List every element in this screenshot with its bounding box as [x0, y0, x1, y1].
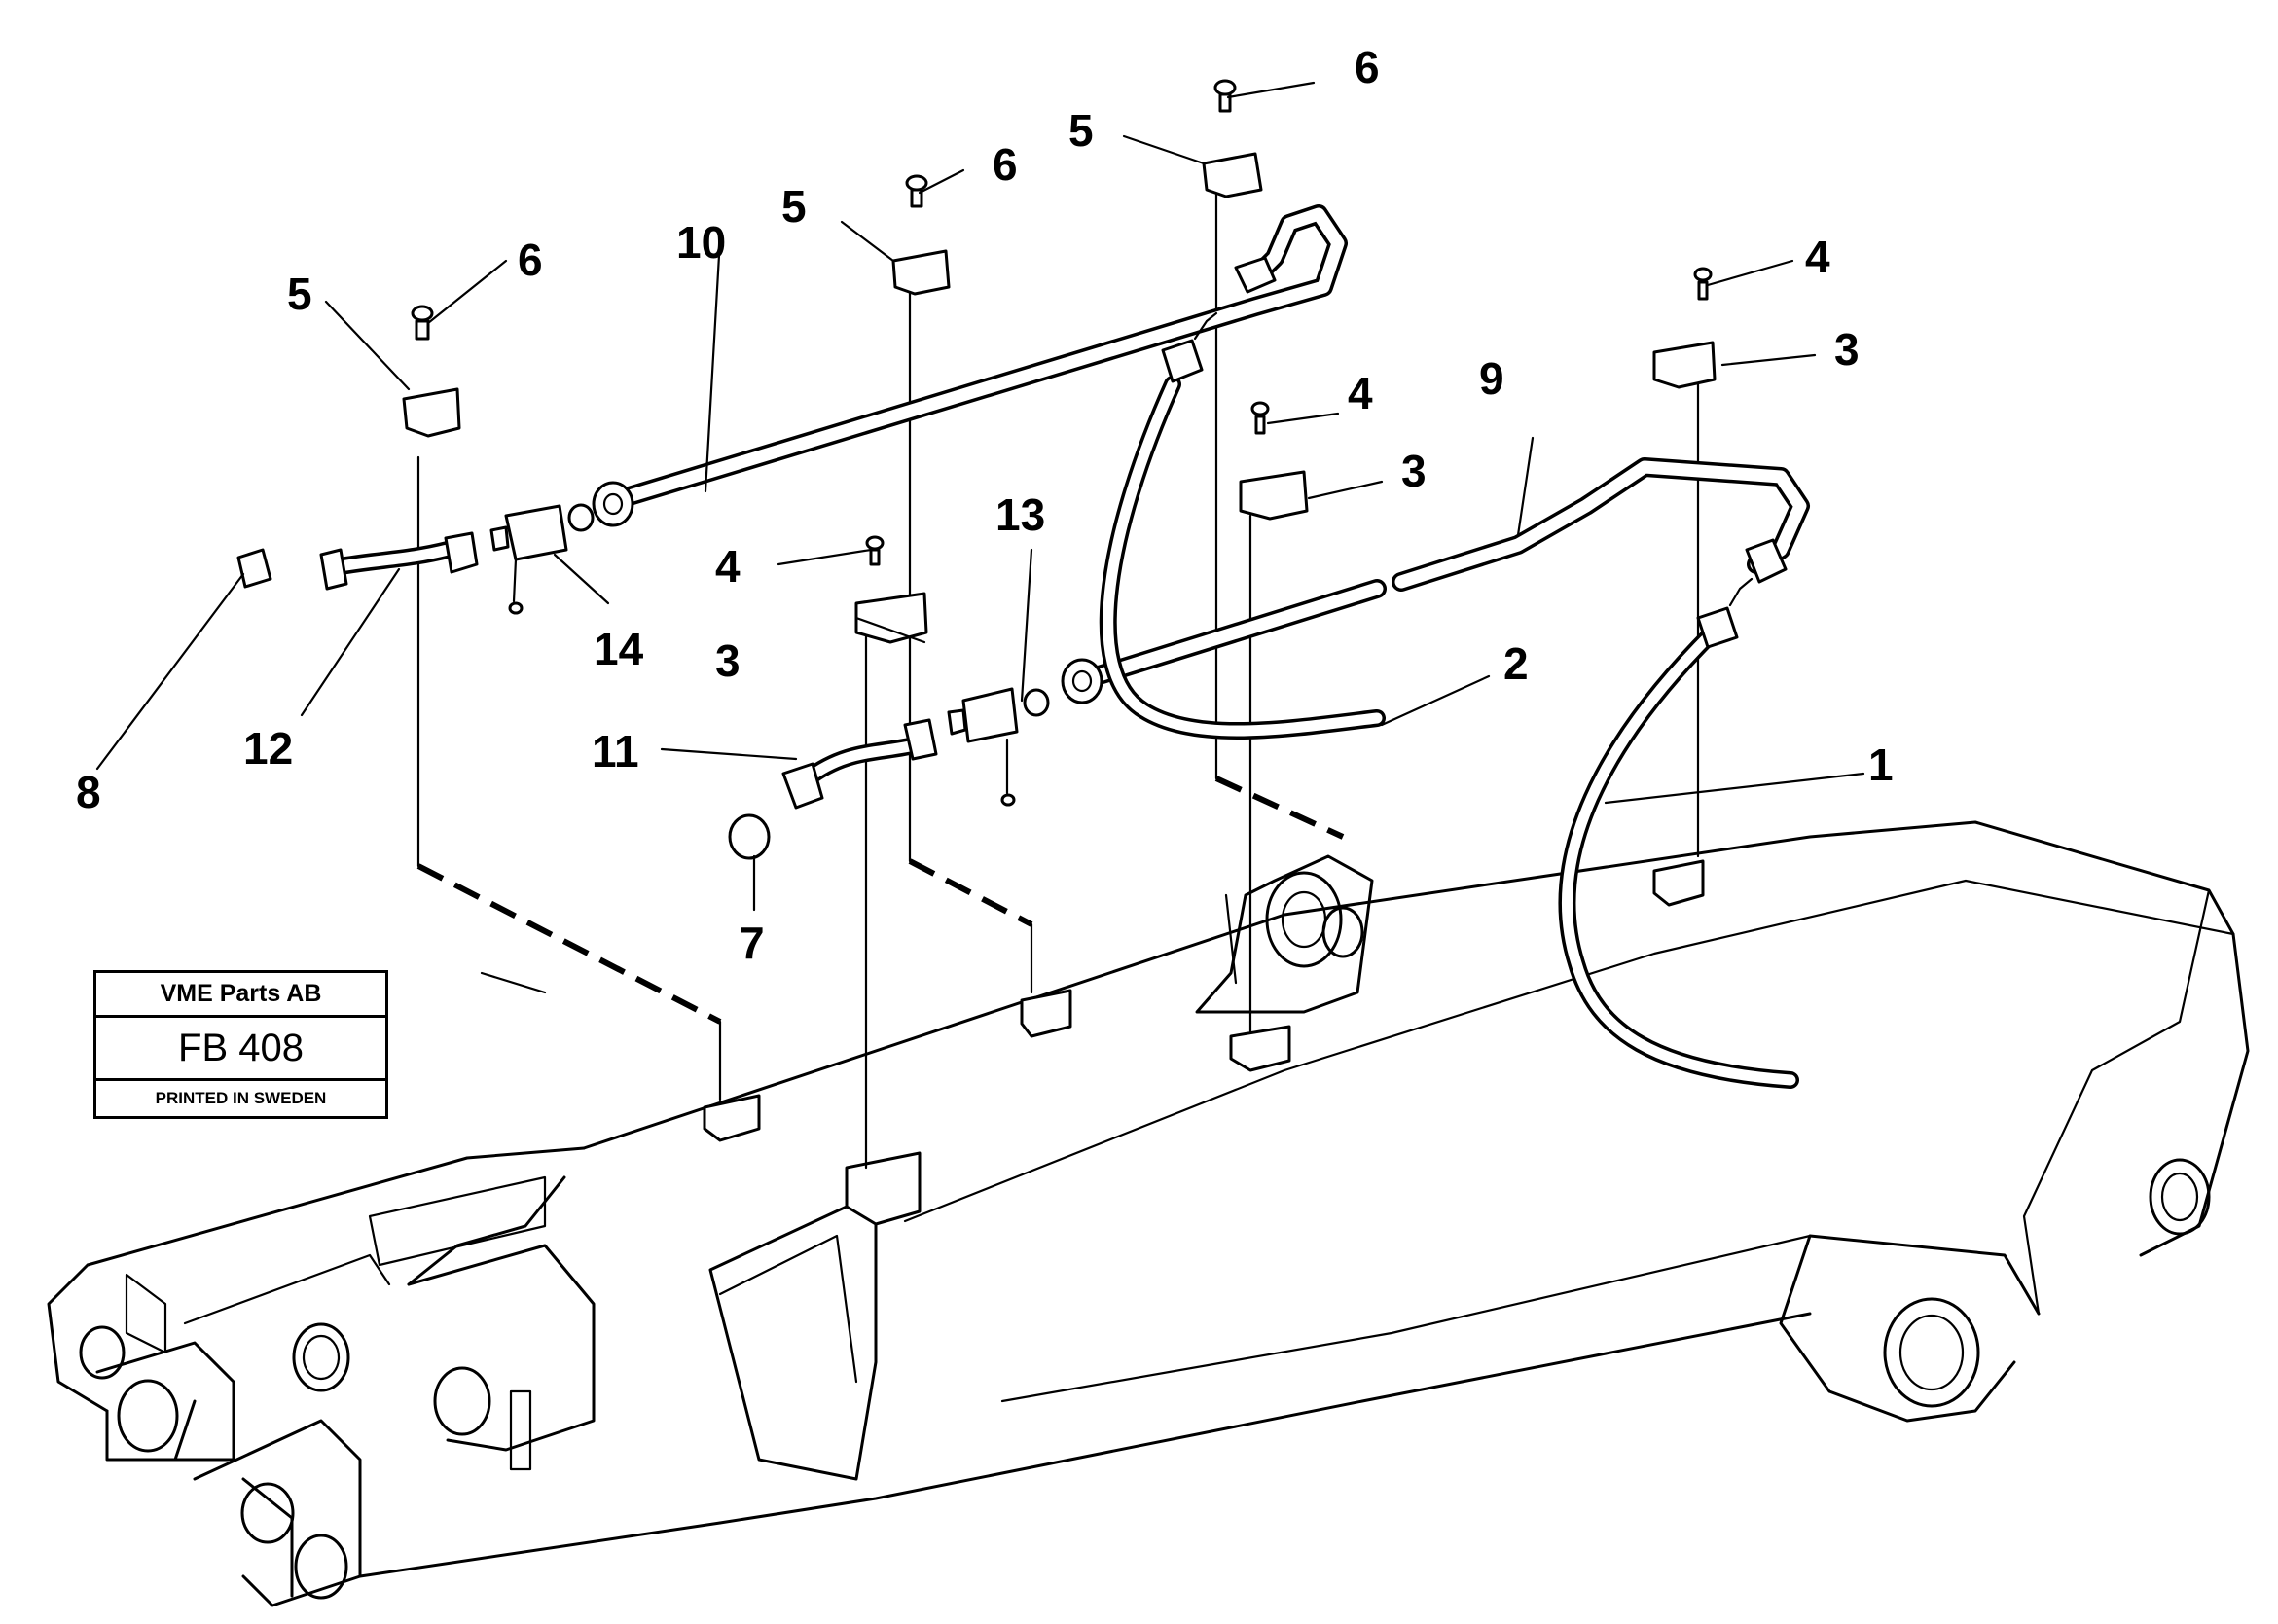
callout-10: 10: [676, 217, 726, 268]
callout-12: 12: [243, 723, 293, 774]
callout-9: 9: [1479, 353, 1504, 404]
callout-4-right: 4: [1805, 232, 1830, 282]
callout-numbers: 1 2 3 3 3 4 4 4 5 5 5 6 6 6 7 8 9 10 11 …: [76, 42, 1894, 968]
callout-5-middle: 5: [781, 181, 807, 232]
company-name: VME Parts AB: [96, 973, 385, 1018]
boom-clamps: [703, 859, 1705, 1226]
callout-5-right: 5: [1068, 105, 1094, 156]
callout-5-left: 5: [287, 269, 312, 319]
callout-14: 14: [594, 624, 644, 674]
callout-3-left: 3: [715, 635, 741, 686]
pipe-10: [592, 204, 1348, 527]
hoses: [1099, 311, 1799, 1089]
callout-6-middle: 6: [993, 139, 1018, 190]
callout-6-right: 6: [1355, 42, 1380, 92]
pipe-9: [1061, 457, 1810, 704]
printed-note: PRINTED IN SWEDEN: [155, 1089, 327, 1107]
callout-4-middle: 4: [1348, 368, 1373, 418]
boom-arm: [47, 820, 2250, 1607]
callout-2: 2: [1503, 638, 1529, 689]
title-block: VME Parts AB FB 408 PRINTED IN SWEDEN: [93, 970, 388, 1119]
position-lines: [416, 188, 1700, 1170]
figure-code: FB 408: [96, 1018, 385, 1081]
callout-6-left: 6: [518, 235, 543, 285]
callout-1: 1: [1868, 740, 1894, 790]
valve-assemblies: [236, 503, 1050, 860]
callout-13: 13: [995, 489, 1045, 540]
callout-4-left: 4: [715, 541, 741, 592]
callout-7: 7: [740, 918, 765, 968]
callout-3-right: 3: [1834, 324, 1860, 375]
callout-11: 11: [592, 726, 639, 776]
leader-lines: [95, 81, 1865, 994]
callout-3-middle: 3: [1401, 446, 1427, 496]
callout-8: 8: [76, 767, 101, 817]
